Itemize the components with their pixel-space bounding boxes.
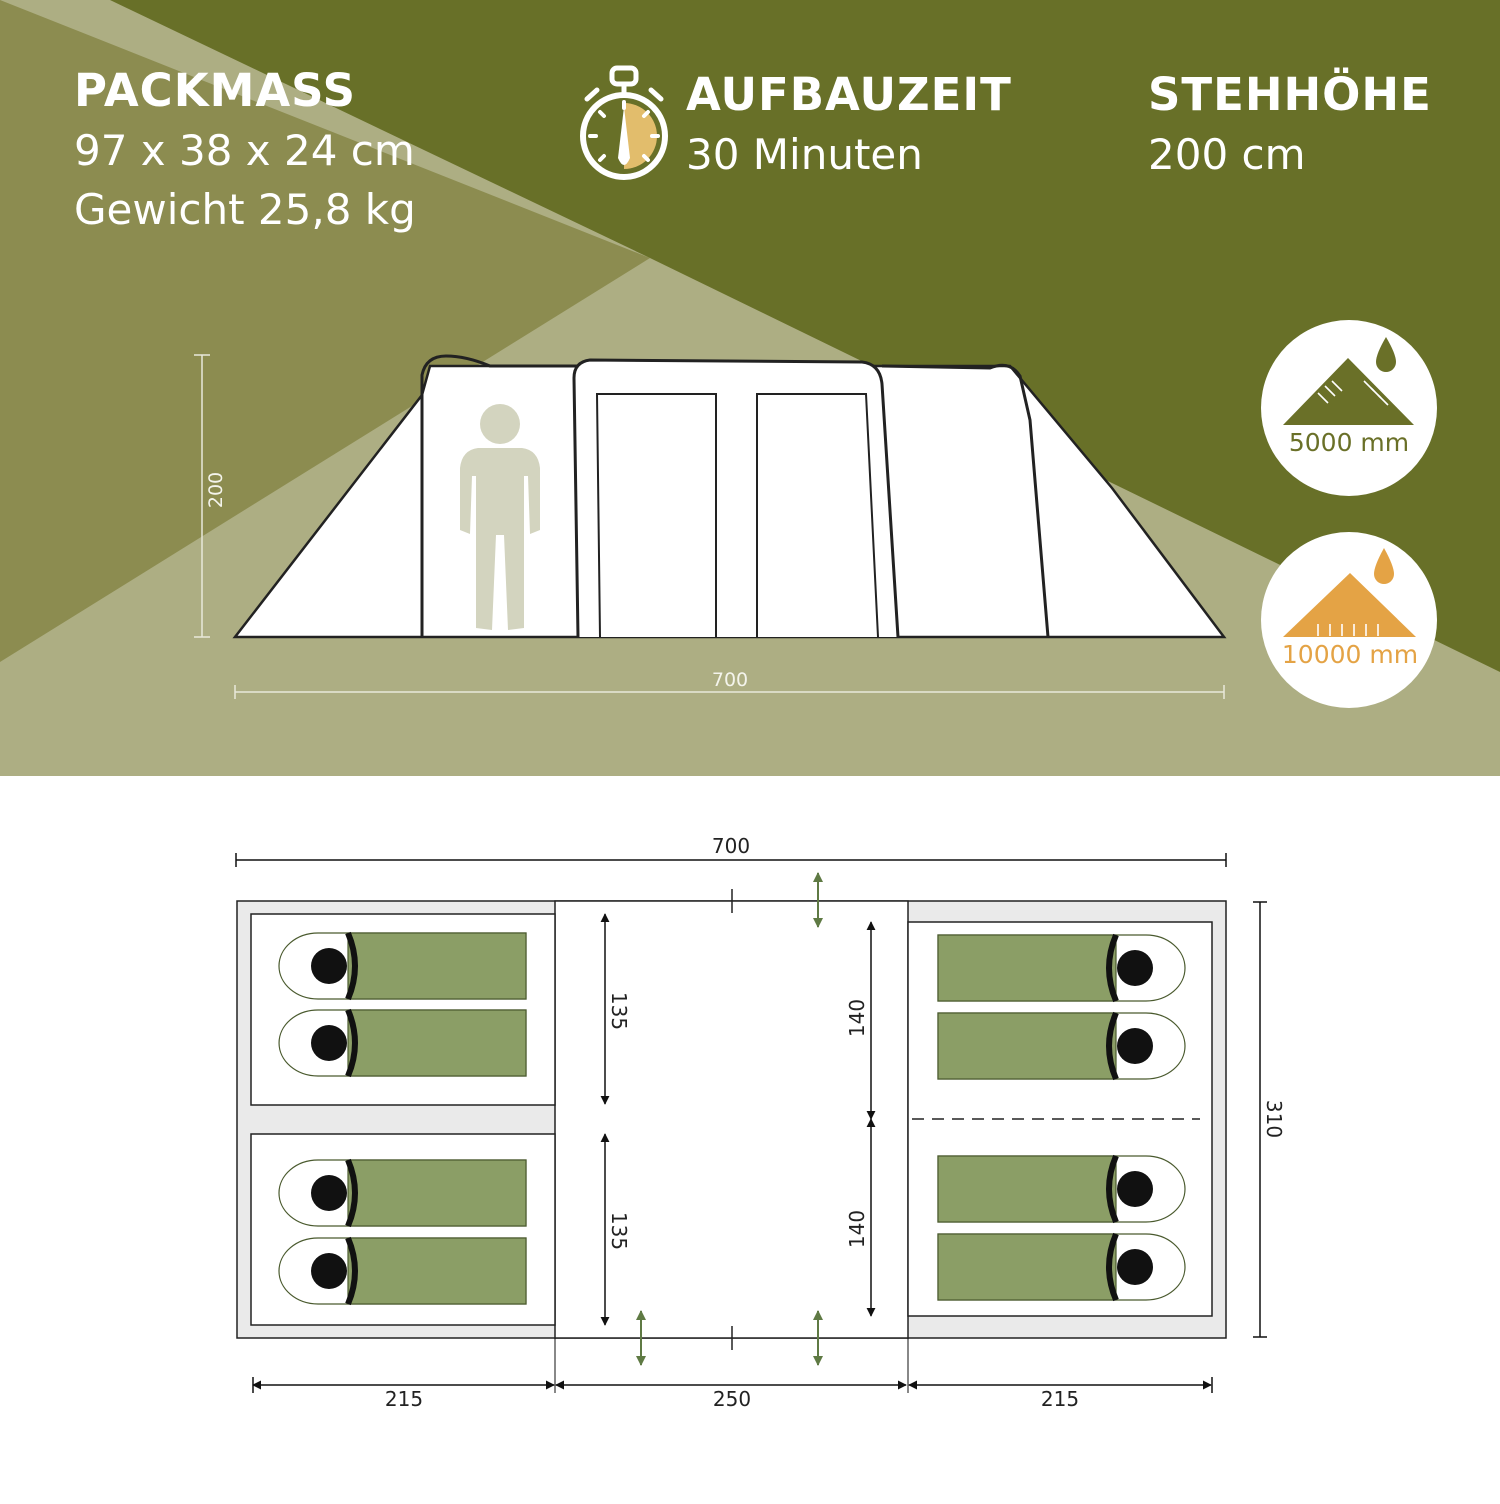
water-column-icon — [1283, 337, 1414, 425]
right-cabin-length-label: 215 — [1041, 1387, 1079, 1411]
sleeping-bag — [937, 933, 1186, 1003]
plan-total-length: 700 — [712, 834, 750, 858]
right-room-a-label: 140 — [845, 999, 869, 1037]
plan-total-width: 310 — [1262, 1100, 1286, 1138]
stopwatch-icon — [580, 65, 668, 180]
entrance-markers — [636, 872, 823, 1366]
sleeping-bag — [937, 1011, 1186, 1081]
side-height-label: 200 — [205, 472, 227, 508]
floor-plan: 700 135 135 140 140 310 — [235, 834, 1286, 1411]
packmass-weight: Gewicht 25,8 kg — [74, 185, 416, 234]
aufbauzeit-value: 30 Minuten — [686, 130, 923, 179]
left-cabin-length-label: 215 — [385, 1387, 423, 1411]
sleeping-bag — [278, 931, 527, 1001]
sleeping-bag — [278, 1008, 527, 1078]
person-silhouette-icon — [460, 404, 540, 630]
floor-water-label: 10000 mm — [1282, 640, 1418, 669]
aufbauzeit-title: AUFBAUZEIT — [686, 68, 1012, 121]
tent-side-view: 200 700 — [194, 354, 1227, 699]
sleeping-bags — [278, 931, 1186, 1306]
right-room-b-label: 140 — [845, 1210, 869, 1248]
packmass-title: PACKMASS — [74, 64, 356, 117]
left-room-b-label: 135 — [607, 1212, 631, 1250]
living-length-label: 250 — [713, 1387, 751, 1411]
left-room-a-label: 135 — [607, 992, 631, 1030]
packmass-dimensions: 97 x 38 x 24 cm — [74, 126, 415, 175]
floor-water-badge: 10000 mm — [1261, 532, 1437, 708]
water-column-badge: 5000 mm — [1261, 320, 1437, 496]
stehhoehe-title: STEHHÖHE — [1148, 68, 1432, 121]
sleeping-bag — [937, 1154, 1186, 1224]
sleeping-bag — [937, 1232, 1186, 1302]
side-length-label: 700 — [712, 669, 748, 691]
stehhoehe-value: 200 cm — [1148, 130, 1306, 179]
sleeping-bag — [278, 1158, 527, 1228]
water-column-label: 5000 mm — [1289, 428, 1409, 457]
sleeping-bag — [278, 1236, 527, 1306]
floor-water-column-icon — [1283, 548, 1416, 637]
top-background — [0, 0, 1500, 776]
